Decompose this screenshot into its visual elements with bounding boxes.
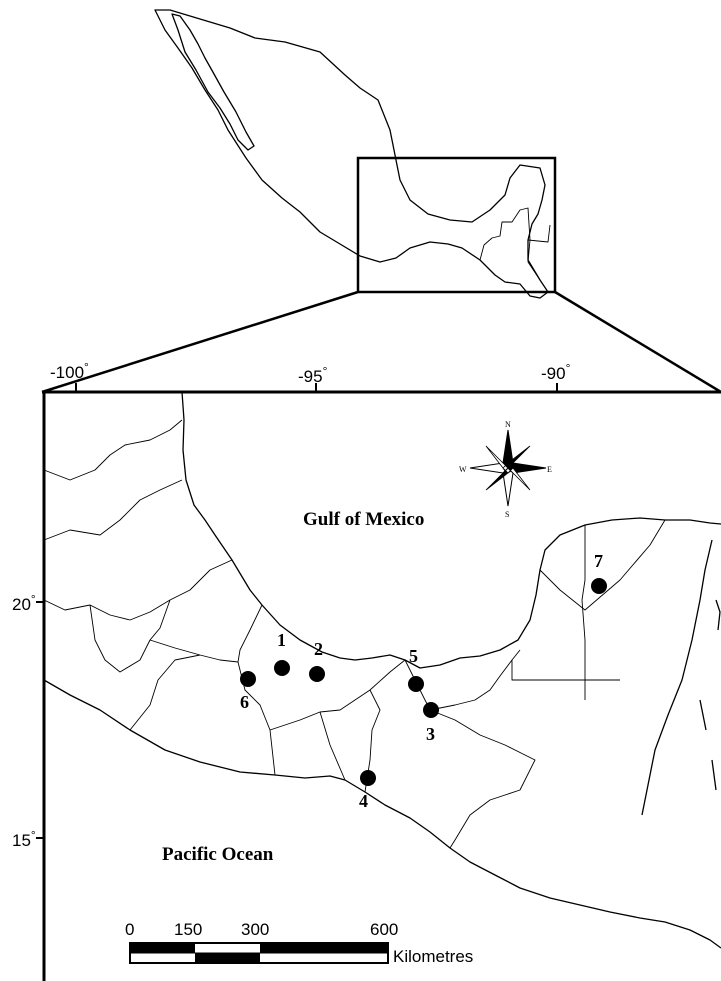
lat-label-20: 20° <box>12 592 36 614</box>
scale-unit-label: Kilometres <box>393 947 473 966</box>
site-label-1: 1 <box>277 630 286 650</box>
site-label-5: 5 <box>409 646 418 666</box>
zoom-line-right <box>554 290 721 394</box>
site-label-4: 4 <box>359 791 368 811</box>
overview-belize-border <box>527 224 551 243</box>
overview-mexico-outline <box>154 9 549 299</box>
site-marker-6 <box>240 671 256 687</box>
compass-n-label: N <box>505 420 511 429</box>
detail-map: -100° -95° -90° 20° 15° N S E W <box>12 360 721 981</box>
zoom-line-left <box>41 290 359 394</box>
pacific-ocean-label: Pacific Ocean <box>162 844 274 865</box>
gulf-of-mexico-label: Gulf of Mexico <box>303 509 424 530</box>
lon-label-100: -100° <box>50 360 89 382</box>
scale-tick-0: 0 <box>125 920 134 939</box>
site-marker-2 <box>309 666 325 682</box>
site-marker-7 <box>591 578 607 594</box>
site-marker-1 <box>274 660 290 676</box>
site-label-3: 3 <box>426 724 435 744</box>
state-borders <box>43 419 666 849</box>
site-marker-5 <box>408 676 424 692</box>
gulf-coastline <box>181 391 721 669</box>
scale-tick-600: 600 <box>370 920 398 939</box>
compass-e-label: E <box>547 465 552 474</box>
cozumel-island <box>715 599 721 631</box>
overview-baja-outline <box>171 13 255 151</box>
overview-detail-box <box>356 156 557 294</box>
belize-cays <box>699 699 717 791</box>
site-label-7: 7 <box>594 551 603 571</box>
pacific-coastline <box>43 679 721 949</box>
sites: 1 2 3 4 5 6 7 <box>240 551 607 811</box>
compass-w-label: W <box>459 465 467 474</box>
compass-s-label: S <box>505 510 509 519</box>
scale-bar: 0 150 300 600 Kilometres <box>125 920 473 966</box>
site-label-2: 2 <box>314 639 323 659</box>
lon-label-95: -95° <box>298 364 328 386</box>
lon-label-90: -90° <box>541 361 571 383</box>
site-marker-3 <box>423 702 439 718</box>
yucatan-east-coast <box>641 539 713 816</box>
lat-label-15: 15° <box>12 828 36 850</box>
site-marker-4 <box>360 770 376 786</box>
scale-tick-150: 150 <box>174 920 202 939</box>
overview-map <box>41 9 721 394</box>
scale-tick-300: 300 <box>241 920 269 939</box>
overview-guatemala-border <box>479 207 541 281</box>
compass-rose: N S E W <box>459 420 552 519</box>
site-label-6: 6 <box>240 692 249 712</box>
